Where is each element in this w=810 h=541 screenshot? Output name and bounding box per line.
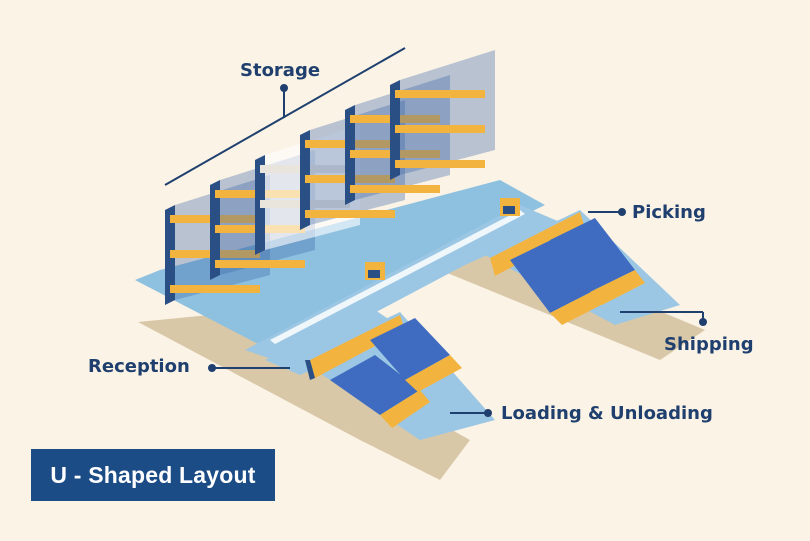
label-loading-unloading: Loading & Unloading	[501, 403, 713, 424]
u-aisle	[245, 205, 560, 375]
label-reception: Reception	[88, 356, 190, 377]
storage-racks	[165, 50, 495, 305]
truck-icon	[370, 318, 462, 392]
truck-icon	[330, 355, 430, 428]
label-shipping: Shipping	[664, 334, 754, 355]
label-leaders	[208, 84, 707, 417]
truck-icon	[550, 218, 645, 305]
label-storage: Storage	[240, 60, 321, 81]
page-title: U - Shaped Layout	[31, 449, 275, 501]
truck-icon	[510, 238, 605, 325]
label-picking: Picking	[632, 202, 706, 223]
forklift-icon	[365, 262, 385, 280]
forklift-icon	[500, 198, 520, 216]
storage-platform	[135, 180, 545, 345]
